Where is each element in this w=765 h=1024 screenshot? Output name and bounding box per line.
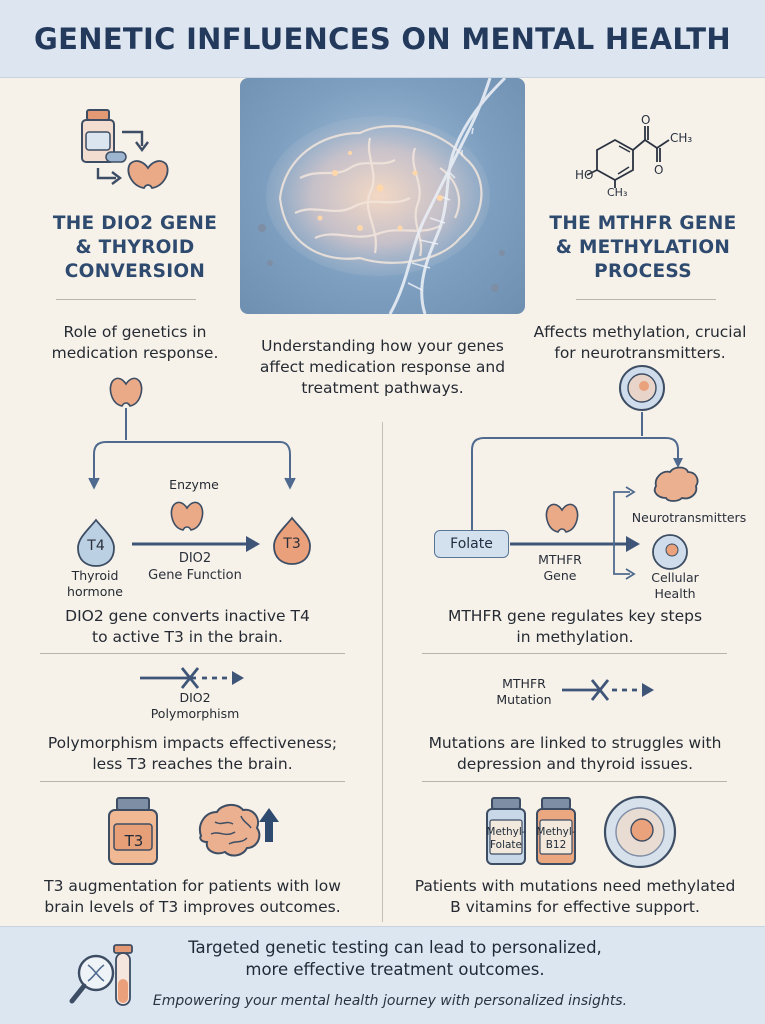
- t4-label: T4: [87, 538, 105, 554]
- molecule-o-top: O: [641, 113, 650, 127]
- brain-icon: [258, 78, 507, 314]
- thyroid-icon: [109, 377, 143, 407]
- mthfr-methylation-diagram: [471, 365, 699, 580]
- page-title: GENETIC INFLUENCES ON MENTAL HEALTH: [34, 21, 731, 56]
- divider: [40, 781, 345, 782]
- medication-thyroid-icon: [81, 109, 169, 189]
- molecule-ch3-bottom: CH₃: [607, 186, 627, 197]
- divider: [422, 781, 727, 782]
- t3-label: T3: [283, 536, 301, 552]
- divider: [422, 653, 727, 654]
- neuro-brain-icon: [653, 466, 699, 502]
- divider: [56, 299, 196, 300]
- divider: [576, 299, 716, 300]
- magnifier-test-tube-icon: [69, 944, 133, 1006]
- t4-drop-icon: [77, 518, 115, 567]
- dio2-point-3: T3 augmentation for patients with low br…: [44, 877, 341, 916]
- healthy-cell-icon: [603, 795, 677, 869]
- dio2-gene-function-label: DIO2 Gene Function: [148, 551, 242, 583]
- methylb12-label: Methyl- B12: [536, 826, 576, 851]
- methylfolate-label: Methyl- Folate: [486, 826, 526, 851]
- mthfr-mutation-label: MTHFR Mutation: [496, 676, 552, 707]
- center-intro-text: Understanding how your genes affect medi…: [259, 337, 506, 397]
- molecule-ch3-top: CH₃: [670, 131, 692, 145]
- brain-dna-image: [240, 78, 525, 314]
- mutation-blocked-arrow: [562, 679, 654, 701]
- dio2-section-title: THE DIO2 GENE & THYROID CONVERSION: [52, 213, 218, 282]
- footer-main-text: Targeted genetic testing can lead to per…: [188, 938, 602, 979]
- molecule-ho: HO: [575, 168, 593, 182]
- enzyme-thyroid-icon: [170, 501, 204, 531]
- mthfr-point-3: Patients with mutations need methylated …: [414, 877, 736, 916]
- thyroid-hormone-caption: Thyroid hormone: [67, 568, 123, 599]
- neurotransmitters-label: Neurotransmitters: [631, 510, 747, 525]
- mthfr-section-title: THE MTHFR GENE & METHYLATION PROCESS: [549, 213, 737, 282]
- mthfr-gene-label: MTHFR Gene: [538, 552, 582, 583]
- t3-bottle-label: T3: [124, 832, 144, 850]
- mthfr-point-2: Mutations are linked to struggles with d…: [428, 734, 722, 773]
- molecule-o-bottom: O: [654, 163, 663, 177]
- divider: [40, 653, 345, 654]
- t3-bottle-icon: [108, 797, 158, 865]
- enzyme-label: Enzyme: [169, 477, 219, 492]
- brain-up-arrow-icon: [199, 804, 279, 857]
- methylb12-bottle-icon: [536, 797, 576, 865]
- center-divider: [382, 422, 383, 922]
- mthfr-point-1: MTHFR gene regulates key steps in methyl…: [447, 607, 703, 646]
- header-banner: GENETIC INFLUENCES ON MENTAL HEALTH: [0, 0, 765, 78]
- dio2-point-1: DIO2 gene converts inactive T4 to active…: [65, 607, 310, 646]
- mthfr-intro-text: Affects methylation, crucial for neurotr…: [533, 323, 747, 362]
- dio2-intro-text: Role of genetics in medication response.: [51, 323, 219, 362]
- dio2-polymorphism-label: DIO2 Polymorphism: [150, 690, 240, 721]
- t3-drop-icon: [273, 516, 311, 565]
- mthfr-thyroid-icon: [545, 503, 579, 533]
- footer-banner: Targeted genetic testing can lead to per…: [0, 926, 765, 1024]
- molecule-icon: HO O O CH₃ CH₃: [575, 113, 692, 197]
- folate-box: Folate: [434, 530, 509, 558]
- dio2-point-2: Polymorphism impacts effectiveness; less…: [47, 734, 338, 773]
- polymorphism-blocked-arrow: [140, 667, 244, 689]
- dio2-conversion-diagram: [77, 377, 311, 567]
- footer-tagline: Empowering your mental health journey wi…: [152, 993, 628, 1009]
- methylfolate-bottle-icon: [486, 797, 526, 865]
- cellular-health-label: Cellular Health: [651, 570, 699, 601]
